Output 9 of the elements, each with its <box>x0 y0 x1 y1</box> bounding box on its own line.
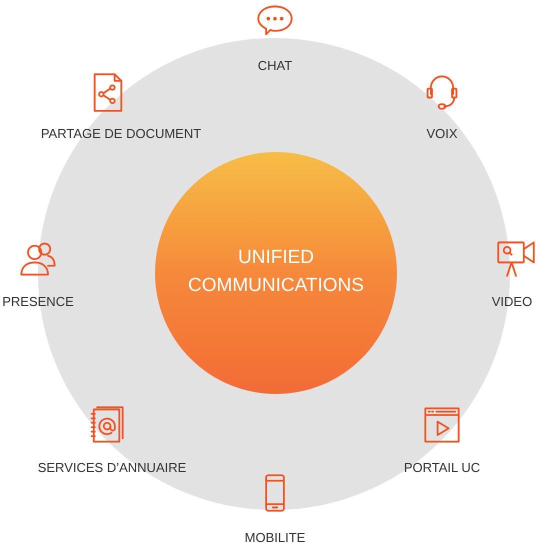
feature-label: SERVICES D’ANNUAIRE <box>38 460 186 476</box>
feature-label: PORTAIL UC <box>404 460 480 476</box>
feature-label: VOIX <box>426 126 458 142</box>
feature-label: CHAT <box>258 58 292 74</box>
center-title: UNIFIED COMMUNICATIONS <box>187 246 365 298</box>
feature-label: VIDEO <box>492 294 532 310</box>
feature-label: PARTAGE DE DOCUMENT <box>40 126 202 142</box>
feature-label: MOBILITE <box>244 530 306 543</box>
feature-label: PRESENCE <box>2 294 74 310</box>
